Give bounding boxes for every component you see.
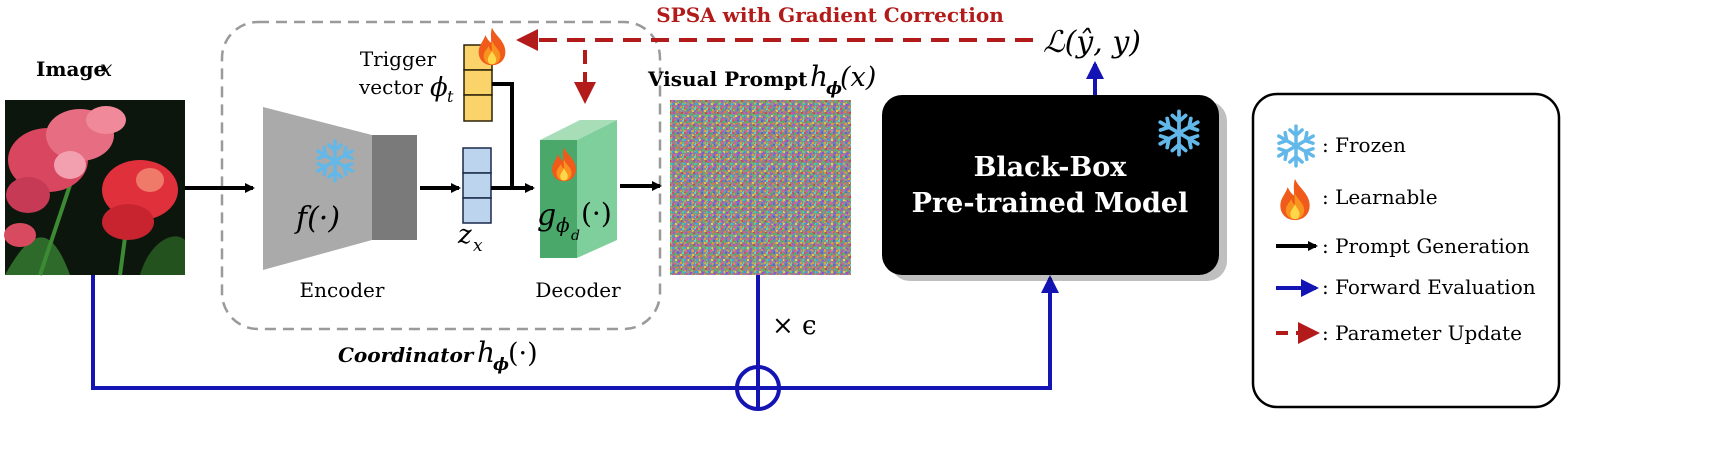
trigger-symbol: ϕ (430, 73, 448, 103)
sum-operator (735, 365, 781, 411)
latent-symbol: z (457, 220, 472, 250)
black-box-model (882, 95, 1219, 275)
coordinator-subscript: ϕ (493, 355, 509, 375)
loss-label: ℒ(ŷ, y) (1043, 25, 1141, 60)
parameter-update-paths (516, 29, 1033, 104)
latent-subscript: x (473, 236, 483, 256)
trigger-to-decoder-line (492, 82, 514, 188)
visual-prompt-label: Visual Prompt (647, 67, 808, 91)
forward-evaluation-paths (91, 61, 1104, 390)
legend-prompt-generation-text: : Prompt Generation (1322, 234, 1530, 258)
decoder-function-g: g (537, 198, 556, 233)
coordinator-label: Coordinator (338, 343, 475, 367)
legend-parameter-update-text: : Parameter Update (1322, 321, 1522, 345)
model-label-line2: Pre-trained Model (912, 188, 1189, 219)
trigger-subscript: t (447, 87, 454, 106)
legend-box (1251, 92, 1561, 409)
encoder-function: f(·) (294, 201, 340, 236)
decoder-function-d: d (571, 228, 580, 244)
latent-vector (462, 147, 492, 224)
visual-prompt-noise (670, 100, 851, 275)
model-label-line1: Black-Box (974, 152, 1128, 183)
decoder-label: Decoder (535, 278, 621, 302)
spsa-title: SPSA with Gradient Correction (656, 3, 1004, 27)
image-variable: x (100, 57, 113, 82)
visual-prompt-subscript: ϕ (826, 79, 842, 99)
trigger-label-line2: vector (358, 75, 423, 99)
trigger-flame-icon (478, 27, 506, 66)
visual-prompt-arg: (x) (840, 62, 876, 93)
encoder-block (263, 107, 417, 270)
legend-frozen-text: : Frozen (1322, 133, 1406, 157)
legend-learnable-text: : Learnable (1322, 185, 1438, 209)
coordinator-arg: (·) (508, 338, 538, 369)
image-label: Image (36, 57, 106, 81)
visual-prompt-symbol: h (810, 60, 828, 93)
coordinator-symbol: h (477, 336, 495, 369)
legend-forward-evaluation-text: : Forward Evaluation (1322, 275, 1536, 299)
scale-epsilon-label: × ϵ (772, 311, 817, 341)
encoder-label: Encoder (300, 278, 385, 302)
decoder-function-phi: ϕ (556, 213, 570, 237)
input-image (4, 100, 185, 276)
trigger-label-line1: Trigger (360, 47, 437, 71)
decoder-function-arg: (·) (581, 197, 612, 230)
coordinator-container (220, 20, 662, 331)
